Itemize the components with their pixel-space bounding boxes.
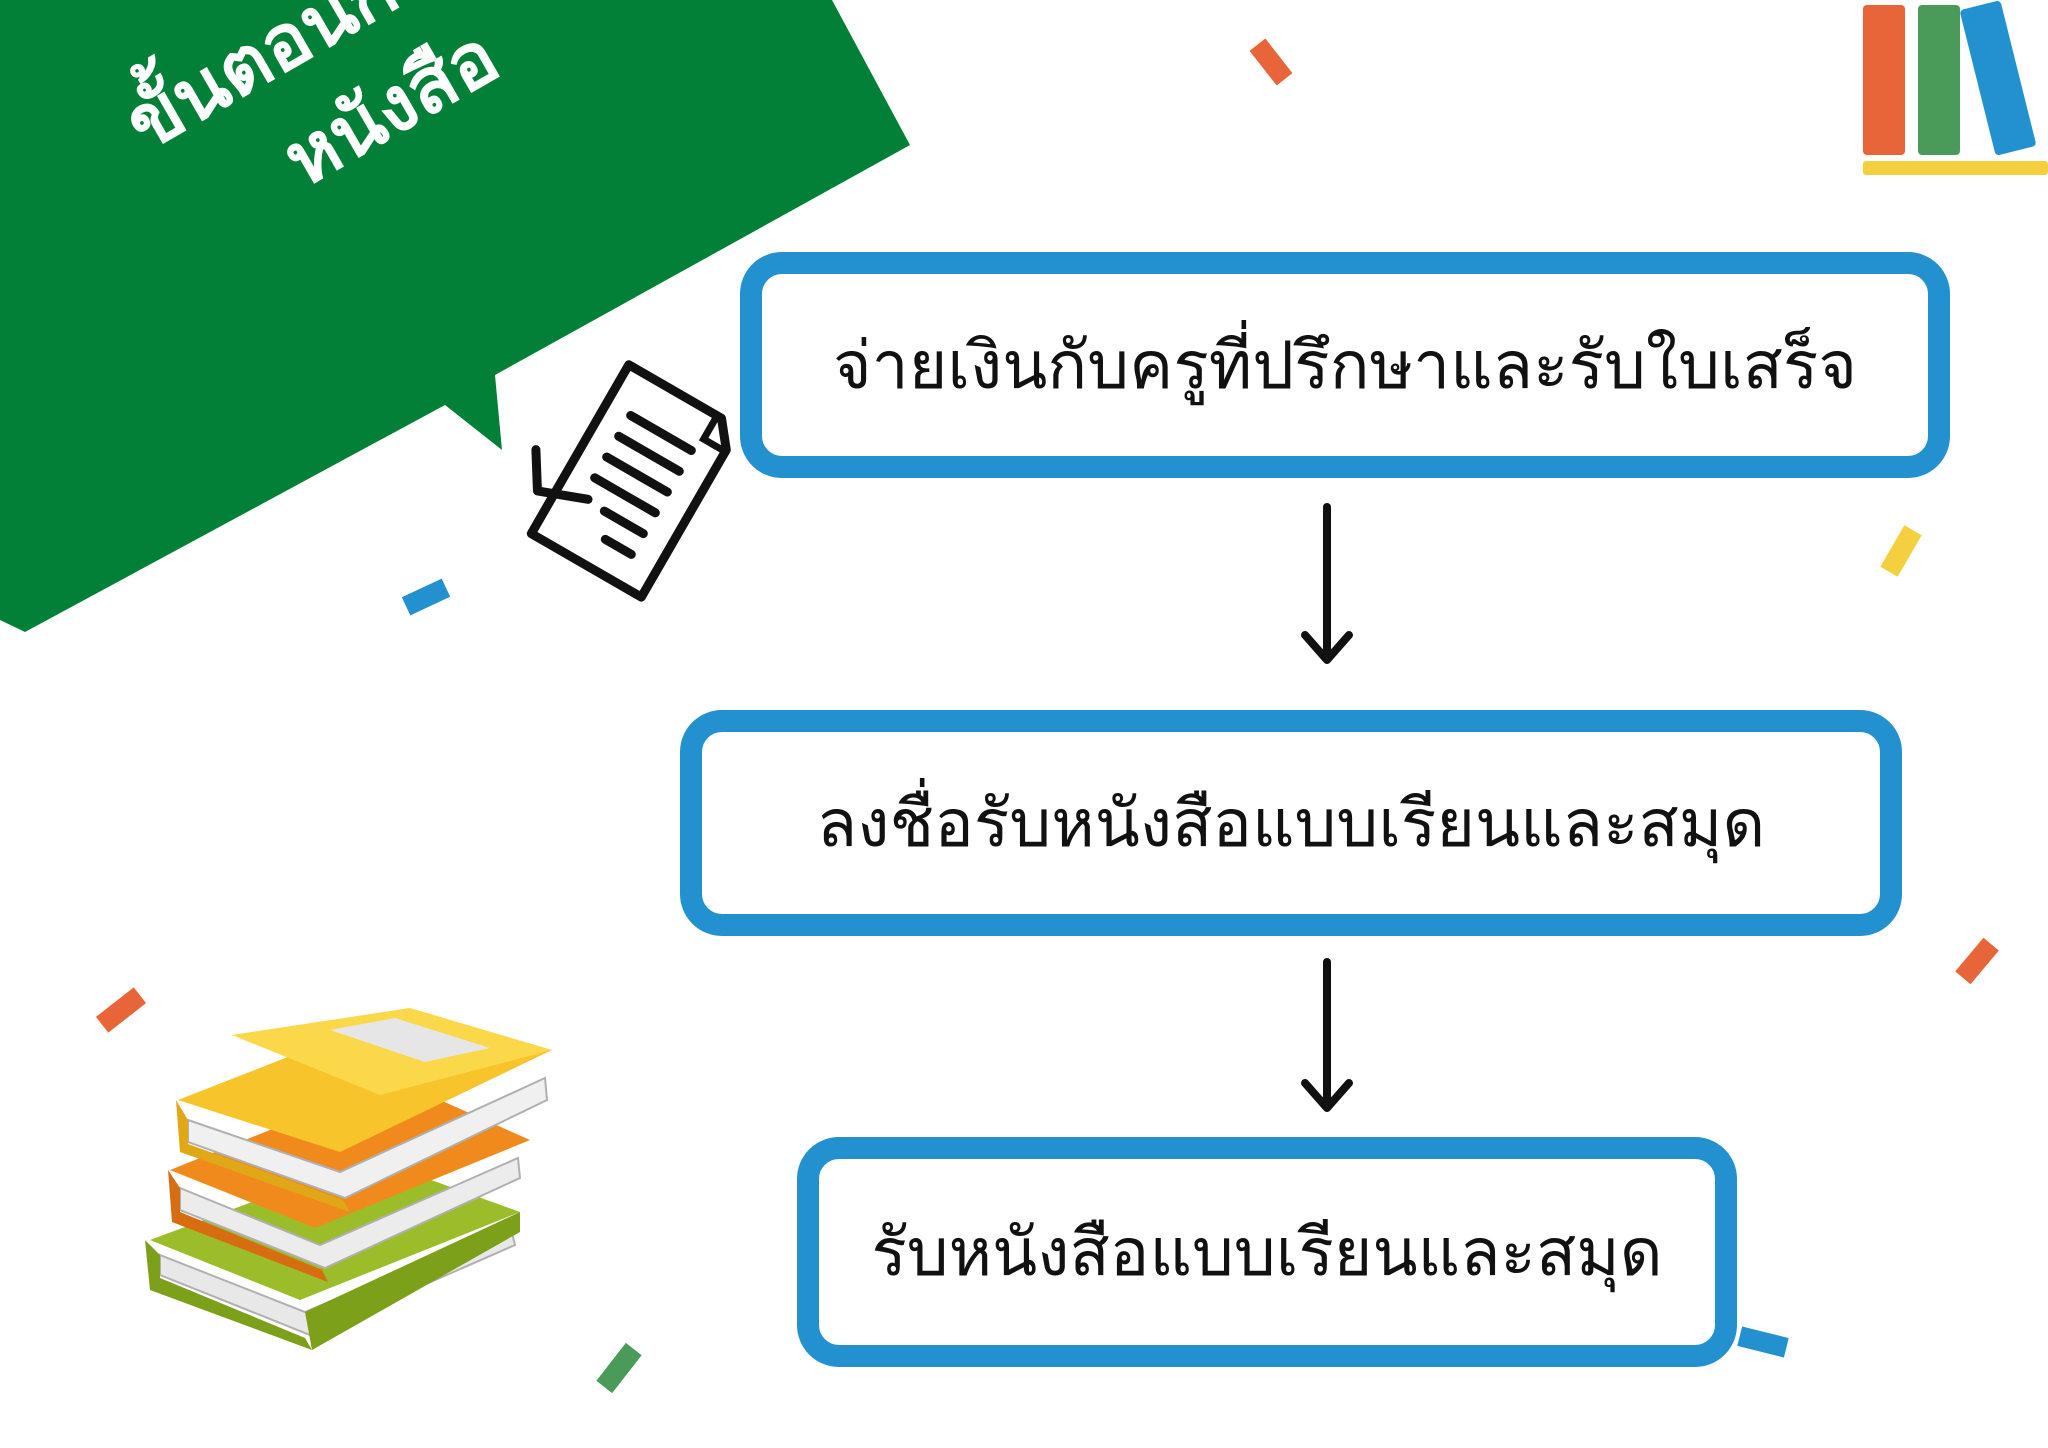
arrow-down-icon bbox=[1301, 503, 1353, 664]
step-label: ลงชื่อรับหนังสือแบบเรียนและสมุด bbox=[816, 784, 1766, 862]
arrow-down-icon bbox=[1301, 958, 1353, 1112]
title-banner bbox=[0, 0, 910, 632]
step-box-pay-and-receipt: จ่ายเงินกับครูที่ปรึกษาและรับใบเสร็จ bbox=[740, 252, 1950, 478]
step-box-receive-books: รับหนังสือแบบเรียนและสมุด bbox=[797, 1137, 1737, 1367]
book-stack-icon bbox=[145, 1008, 552, 1350]
receipt-check-icon bbox=[526, 360, 731, 602]
confetti bbox=[95, 38, 1999, 1394]
step-label: รับหนังสือแบบเรียนและสมุด bbox=[871, 1213, 1663, 1291]
books-logo-icon bbox=[1863, 0, 2048, 175]
step-label: จ่ายเงินกับครูที่ปรึกษาและรับใบเสร็จ bbox=[833, 326, 1857, 404]
step-box-sign-for-books: ลงชื่อรับหนังสือแบบเรียนและสมุด bbox=[680, 710, 1902, 936]
